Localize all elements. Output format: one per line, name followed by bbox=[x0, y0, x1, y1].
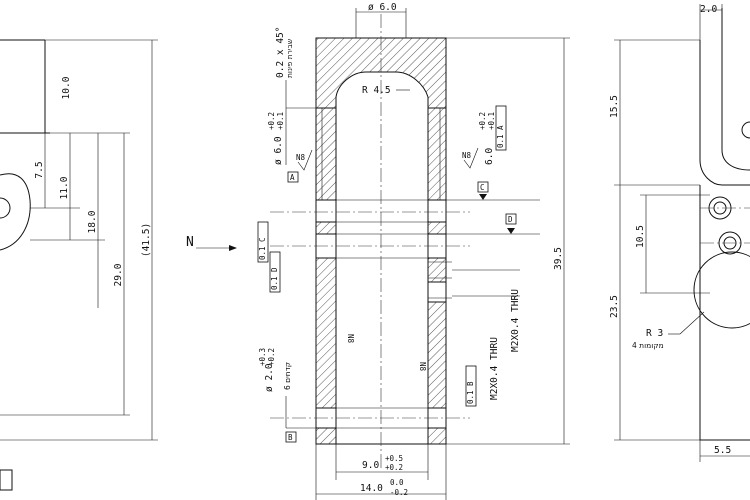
left-wall-mid bbox=[315, 221, 337, 235]
right-dim-bottom: 5.5 bbox=[714, 445, 731, 456]
width-inner: 9.0 bbox=[362, 460, 379, 471]
dim-41-5: (41.5) bbox=[141, 223, 152, 257]
center-view: N bbox=[186, 2, 570, 500]
right-inner-outline bbox=[721, 8, 750, 171]
right-partial-circle-top bbox=[741, 121, 750, 139]
finish-mark-left: N8 bbox=[296, 153, 306, 162]
left-title-box bbox=[0, 469, 13, 491]
tol-frame-a bbox=[495, 105, 507, 151]
lower-hole-tol-upper: +0.3 bbox=[258, 348, 267, 366]
right-wall-bottom bbox=[427, 427, 447, 445]
dim-10: 10.0 bbox=[61, 76, 72, 99]
width-outer-tol-lower: -0.2 bbox=[390, 488, 408, 497]
width-outer: 14.0 bbox=[360, 483, 383, 494]
finish-mark-wall-left: N8 bbox=[346, 334, 355, 344]
datum-a: A bbox=[290, 173, 295, 182]
section-marker: N bbox=[186, 235, 194, 250]
lower-hole-tol-lower: +0.2 bbox=[267, 348, 276, 366]
right-dim-lower: 23.5 bbox=[609, 295, 620, 318]
bore-right-tol-upper: +0.2 bbox=[478, 112, 487, 130]
datum-b: B bbox=[288, 433, 293, 442]
left-wall-upper bbox=[315, 107, 337, 201]
bore-right-dia: 6.0 bbox=[484, 148, 495, 165]
bore-left-tol-lower: +0.1 bbox=[276, 112, 285, 130]
right-wall-upper bbox=[427, 107, 447, 201]
tol-frame-d bbox=[269, 251, 281, 293]
tol-frame-c-text: 0.1 C bbox=[258, 237, 267, 260]
dia-top: ø 6.0 bbox=[368, 2, 397, 13]
tol-frame-b bbox=[465, 365, 477, 407]
right-wall-lower bbox=[427, 301, 447, 409]
left-wall-lower bbox=[315, 257, 337, 409]
dim-29: 29.0 bbox=[113, 263, 124, 286]
width-outer-tol-upper: 0.0 bbox=[390, 478, 404, 487]
thread-lower: M2X0.4 THRU bbox=[489, 337, 500, 400]
top-section-wall bbox=[315, 37, 447, 109]
dim-7-5: 7.5 bbox=[34, 161, 45, 178]
finish-mark-right: N8 bbox=[462, 151, 472, 160]
datum-d: D bbox=[508, 215, 513, 224]
left-lug-outline bbox=[0, 173, 31, 251]
left-hole bbox=[0, 197, 11, 219]
bore-left-tol-upper: +0.2 bbox=[267, 112, 276, 130]
datum-b-box bbox=[285, 431, 297, 443]
lower-hole-dia: ø 2.0 bbox=[264, 363, 275, 392]
right-dim-mid: 10.5 bbox=[635, 225, 646, 248]
right-dim-top: 2.0 bbox=[700, 4, 717, 15]
width-inner-tol-upper: +0.5 bbox=[385, 454, 403, 463]
right-outline-body bbox=[699, 185, 750, 441]
left-wall-bottom bbox=[315, 427, 337, 445]
chamfer-note: שבירת פינות bbox=[285, 39, 294, 78]
datum-d-box bbox=[505, 213, 517, 225]
radius-label: R 4.5 bbox=[362, 85, 391, 96]
dim-11: 11.0 bbox=[59, 176, 70, 199]
bore-right-tol-lower: +0.1 bbox=[487, 112, 496, 130]
datum-a-box bbox=[287, 171, 299, 183]
right-view: 2.0 15.5 23.5 10.5 R 3 4 מקומות 5.5 bbox=[609, 4, 750, 462]
right-wall-thread bbox=[427, 257, 447, 283]
datum-c-box bbox=[477, 181, 489, 193]
datum-c: C bbox=[480, 183, 485, 192]
thread-upper: M2X0.4 THRU bbox=[510, 289, 521, 352]
right-dim-upper: 15.5 bbox=[609, 95, 620, 118]
bore-left-dia: ø 6.0 bbox=[273, 136, 284, 165]
section-arrow bbox=[229, 245, 237, 251]
left-view: 10.0 7.5 11.0 18.0 29.0 (41.5) bbox=[0, 39, 158, 491]
lower-hole-note: 6 קדחים bbox=[283, 362, 292, 390]
width-inner-tol-lower: +0.2 bbox=[385, 463, 403, 472]
height-dim: 39.5 bbox=[553, 247, 564, 270]
tol-frame-a-text: 0.1 A bbox=[496, 125, 505, 148]
right-radius-note: 4 מקומות bbox=[632, 341, 664, 350]
tol-frame-b-text: 0.1 B bbox=[466, 381, 475, 404]
right-large-circle bbox=[693, 251, 750, 329]
chamfer-label: 0.2 x 45° bbox=[275, 27, 286, 78]
right-wall-mid bbox=[427, 221, 447, 235]
finish-mark-wall-right: N8 bbox=[418, 362, 427, 372]
right-radius: R 3 bbox=[646, 328, 663, 339]
dim-18: 18.0 bbox=[87, 210, 98, 233]
tol-frame-d-text: 0.1 D bbox=[270, 267, 279, 290]
tol-frame-c bbox=[257, 221, 269, 263]
right-outline-top bbox=[699, 40, 750, 186]
